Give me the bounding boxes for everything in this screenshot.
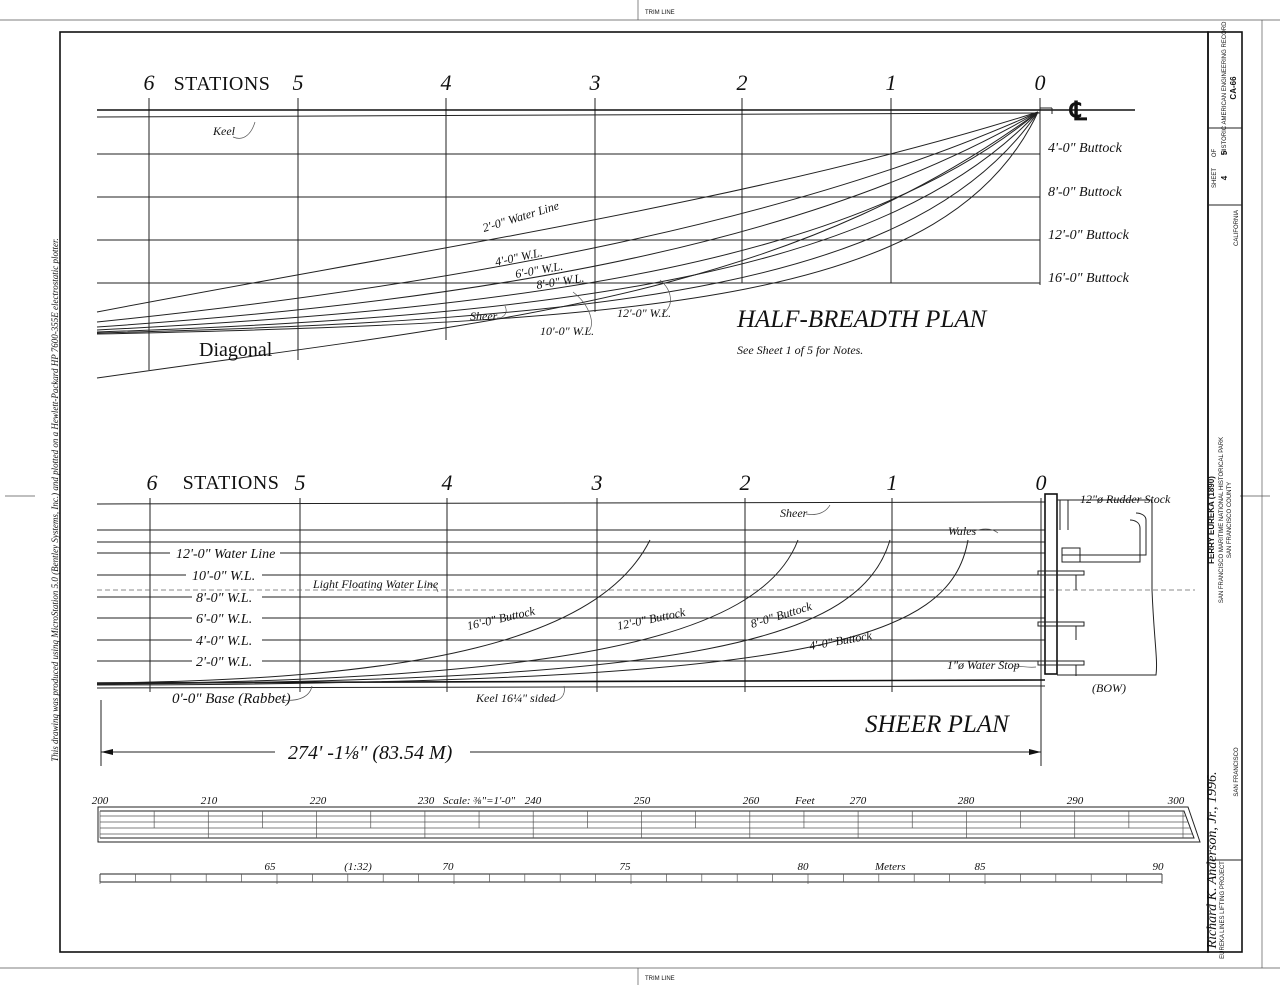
buttock-4-label: 4'-0" Buttock (1048, 141, 1123, 156)
sp-buttock-16-label: 16'-0" Buttock (466, 604, 537, 633)
half-breadth-note: See Sheet 1 of 5 for Notes. (737, 343, 863, 357)
water-line-2-label: 2'-0" Water Line (481, 198, 561, 235)
hb-station-0: 0 (1035, 70, 1046, 95)
feet-tick-240: 240 (525, 795, 542, 807)
sp-station-4: 4 (442, 470, 453, 495)
hb-station-4: 4 (441, 70, 452, 95)
feet-tick-200: 200 (92, 795, 109, 807)
meter-tick-65: 65 (265, 861, 277, 873)
wl-10-label: 10'-0" W.L. (540, 324, 594, 338)
sp-station-1: 1 (887, 470, 898, 495)
wl-12-label: 12'-0" W.L. (617, 306, 671, 320)
half-breadth-title: HALF-BREADTH PLAN (736, 306, 988, 333)
bow-label: (BOW) (1092, 681, 1126, 695)
sp-buttock-8-label: 8'-0" Buttock (749, 599, 814, 631)
buttock-8-label: 8'-0" Buttock (1048, 185, 1123, 200)
feet-tick-250: 250 (634, 795, 651, 807)
tb-project: EUREKA LINES LIFTING PROJECT (1220, 861, 1226, 959)
title-block: HISTORIC AMERICAN ENGINEERING RECORD CA-… (1207, 21, 1240, 959)
tb-of: 5 (1220, 150, 1229, 155)
meter-tick-75: 75 (620, 861, 632, 873)
meter-tick-90: 90 (1153, 861, 1165, 873)
meter-tick-85: 85 (975, 861, 987, 873)
feet-tick-270: 270 (850, 795, 867, 807)
meter-tick-80: 80 (798, 861, 810, 873)
sp-station-0: 0 (1036, 470, 1047, 495)
feet-tick-230: 230 (418, 795, 435, 807)
sp-wl-8-label: 8'-0" W.L. (196, 591, 252, 606)
wales-label: Wales (948, 524, 977, 538)
half-breadth-plan: 6 STATIONS 5 4 3 2 1 0 ℄ 4'-0" Buttock 8… (96, 70, 1135, 379)
feet-tick-210: 210 (201, 795, 218, 807)
tb-state: CALIFORNIA (1234, 210, 1240, 246)
meters-word: Meters (874, 861, 906, 873)
sheer-label: Sheer (470, 309, 498, 323)
rudder-stock-label: 12"ø Rudder Stock (1080, 492, 1171, 506)
sp-sheer-label: Sheer (780, 506, 808, 520)
title-block-frame (1207, 31, 1243, 953)
overall-length: 274' -1⅛" (83.54 M) (288, 742, 453, 764)
scale-text: Scale: ⅜"=1'-0" (443, 795, 516, 807)
sp-buttock-12-label: 12'-0" Buttock (616, 605, 687, 633)
side-note: This drawing was produced using MicroSta… (50, 238, 60, 761)
feet-tick-280: 280 (958, 795, 975, 807)
feet-tick-260: 260 (743, 795, 760, 807)
sp-buttock-4-label: 4'-0" Buttock (808, 628, 873, 653)
tb-county: SAN FRANCISCO COUNTY (1227, 482, 1233, 558)
hb-station-3: 3 (589, 70, 601, 95)
meter-tick-70: 70 (443, 861, 455, 873)
tb-of-word: OF (1212, 149, 1218, 158)
keel-sided-label: Keel 16¼" sided (475, 691, 556, 705)
buttock-12-label: 12'-0" Buttock (1048, 228, 1130, 243)
tb-city: SAN FRANCISCO (1234, 747, 1240, 797)
light-floating-label: Light Floating Water Line (312, 577, 439, 591)
sp-wl-6-label: 6'-0" W.L. (196, 612, 252, 627)
sheer-plan: 6 STATIONS 5 4 3 2 1 0 12 (96, 470, 1195, 766)
feet-tick-220: 220 (310, 795, 327, 807)
hb-station-2: 2 (737, 70, 748, 95)
sp-stations-label: STATIONS (183, 472, 280, 494)
scale-bar-feet: 200 210 220 230 240 250 260 270 280 290 … (92, 795, 1201, 843)
trim-mark-top: TRIM LINE (645, 10, 675, 16)
signature: Richard K. Anderson, Jr., 1996. (1205, 772, 1220, 950)
sp-wl-4-label: 4'-0" W.L. (196, 634, 252, 649)
sp-station-2: 2 (740, 470, 751, 495)
diagonal-label: Diagonal (199, 339, 273, 361)
tb-sheet: 4 (1220, 175, 1229, 180)
sp-wl-2-label: 2'-0" W.L. (196, 655, 252, 670)
rudder-assembly (1037, 493, 1158, 676)
feet-tick-290: 290 (1067, 795, 1084, 807)
water-stop-label: 1"ø Water Stop (947, 658, 1020, 672)
scale-ratio: (1:32) (344, 861, 372, 873)
trim-mark-bottom: TRIM LINE (645, 976, 675, 982)
centerline-symbol: ℄ (1069, 97, 1088, 126)
keel-label: Keel (212, 124, 236, 138)
tb-record-no: CA-66 (1229, 76, 1238, 100)
feet-word: Feet (794, 795, 815, 807)
sp-wl-12-label: 12'-0" Water Line (176, 547, 275, 562)
sp-station-6: 6 (147, 470, 158, 495)
tb-location: SAN FRANCISCO MARITIME NATIONAL HISTORIC… (1219, 437, 1225, 603)
hb-station-5: 5 (293, 70, 304, 95)
hb-stations-label: STATIONS (174, 73, 271, 95)
tb-sheet-word: SHEET (1212, 168, 1218, 188)
sheer-plan-title: SHEER PLAN (865, 711, 1010, 738)
feet-tick-300: 300 (1167, 795, 1185, 807)
tb-record: HISTORIC AMERICAN ENGINEERING RECORD (1222, 21, 1228, 155)
tb-name: FERRY EUREKA (1890) (1207, 476, 1216, 564)
sp-station-3: 3 (591, 470, 603, 495)
sp-wl-10-label: 10'-0" W.L. (192, 569, 255, 584)
base-label: 0'-0" Base (Rabbet) (172, 691, 291, 707)
hb-station-1: 1 (886, 70, 897, 95)
scale-bar-meters: 65 70 75 80 85 90 (1:32) Meters (99, 861, 1165, 884)
buttock-16-label: 16'-0" Buttock (1048, 271, 1130, 286)
hb-station-6: 6 (144, 70, 155, 95)
sp-station-5: 5 (295, 470, 306, 495)
